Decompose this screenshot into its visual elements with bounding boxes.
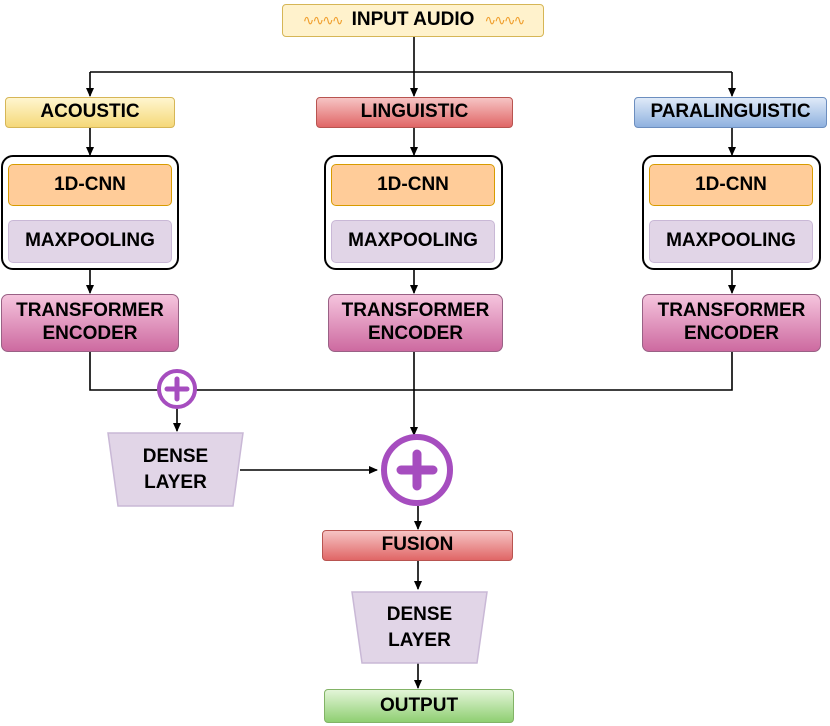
cnn-block-acoustic: 1D-CNN xyxy=(8,164,172,206)
transformer-encoder-acoustic: TRANSFORMER ENCODER xyxy=(1,294,179,352)
audio-wave-icon: ∿∿∿∿ xyxy=(484,12,525,29)
dense-layer-bottom-shape xyxy=(351,591,488,664)
connector-acoustic-out xyxy=(89,352,160,391)
cnn-block-linguistic: 1D-CNN xyxy=(331,164,495,206)
audio-wave-icon: ∿∿∿∿ xyxy=(302,12,344,29)
maxpool-block-acoustic: MAXPOOLING xyxy=(8,220,172,263)
maxpool-block-linguistic: MAXPOOLING xyxy=(331,220,495,263)
maxpool-block-paralinguistic: MAXPOOLING xyxy=(649,220,813,263)
dense-layer-top-shape xyxy=(107,432,244,507)
fusion-node: FUSION xyxy=(322,530,513,561)
branch-acoustic: ACOUSTIC xyxy=(5,97,175,128)
input-audio-label: INPUT AUDIO xyxy=(351,9,475,31)
output-node: OUTPUT xyxy=(324,689,514,723)
plus-circle-icon xyxy=(157,369,197,409)
connector-para-out xyxy=(194,352,733,391)
cnn-block-paralinguistic: 1D-CNN xyxy=(649,164,813,206)
plus-circle-icon xyxy=(381,434,453,506)
transformer-encoder-paralinguistic: TRANSFORMER ENCODER xyxy=(642,294,821,352)
input-audio-node: ∿∿∿∿ INPUT AUDIO ∿∿∿∿ xyxy=(282,4,544,37)
dense-layer-top: DENSE LAYER xyxy=(142,446,209,493)
branch-linguistic: LINGUISTIC xyxy=(316,97,513,128)
transformer-encoder-linguistic: TRANSFORMER ENCODER xyxy=(328,294,503,352)
branch-paralinguistic: PARALINGUISTIC xyxy=(634,97,827,128)
dense-layer-bottom: DENSE LAYER xyxy=(386,604,453,651)
